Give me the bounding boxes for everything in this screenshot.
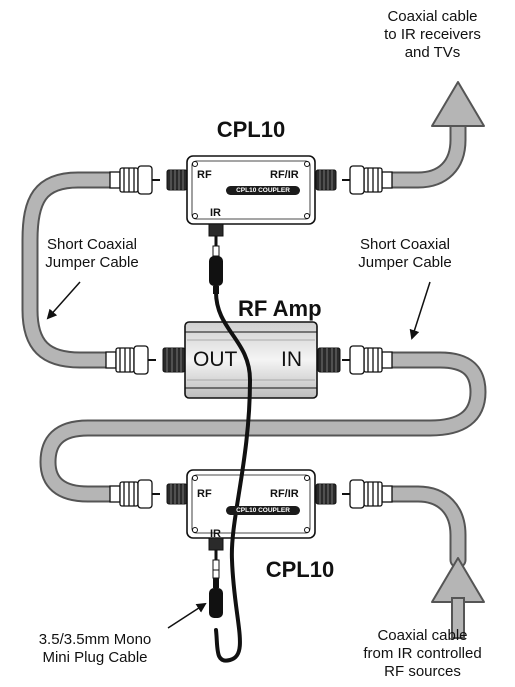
mini-plug-bottom: [209, 550, 223, 618]
plug-top-left: [109, 165, 160, 195]
right-jumper-label: Short Coaxial Jumper Cable: [358, 236, 452, 271]
output-cable-label: Coaxial cable to IR receivers and TVs: [384, 8, 481, 61]
mini-plug-cable: [214, 290, 253, 663]
amp-in-label: IN: [281, 348, 302, 371]
jack-top-rfir: [315, 169, 337, 191]
plug-amp-out: [105, 345, 156, 375]
jack-bottom-rf: [166, 483, 188, 505]
bottom-coupler-rf-label: RF: [197, 488, 212, 500]
top-coupler-ir-label: IR: [210, 207, 221, 219]
jack-amp-in: [317, 347, 341, 373]
bottom-coupler-ir-label: IR: [210, 528, 221, 540]
left-jumper-pointer: [46, 281, 81, 320]
jack-top-rf: [166, 169, 188, 191]
input-arrowhead: [431, 557, 485, 603]
plug-top-right: [342, 165, 393, 195]
mini-plug-pointer: [167, 602, 207, 629]
plug-amp-in: [342, 345, 393, 375]
top-coupler-body: [186, 155, 316, 237]
mini-plug-label: 3.5/3.5mm Mono Mini Plug Cable: [38, 631, 152, 666]
mini-plug-top: [209, 236, 223, 294]
jack-amp-out: [162, 347, 186, 373]
bottom-coupler-title: CPL10: [265, 557, 335, 582]
top-coupler-badge: CPL10 COUPLER: [226, 186, 300, 195]
top-coupler-rfir-label: RF/IR: [270, 169, 299, 181]
top-coupler-rf-label: RF: [197, 169, 212, 181]
plug-bottom-left: [109, 479, 160, 509]
bottom-coupler-badge: CPL10 COUPLER: [226, 506, 300, 515]
jack-bottom-rfir: [315, 483, 337, 505]
rf-amp-title: RF Amp: [238, 296, 322, 321]
amp-out-label: OUT: [193, 348, 238, 371]
bottom-coupler-body: [186, 469, 316, 551]
plug-bottom-right: [342, 479, 393, 509]
top-coupler-title: CPL10: [216, 117, 286, 142]
right-jumper-pointer: [409, 281, 431, 340]
input-cable-label: Coaxial cable from IR controlled RF sour…: [363, 627, 482, 680]
bottom-coupler-rfir-label: RF/IR: [270, 488, 299, 500]
output-arrowhead: [431, 81, 485, 127]
left-jumper-label: Short Coaxial Jumper Cable: [45, 236, 139, 271]
